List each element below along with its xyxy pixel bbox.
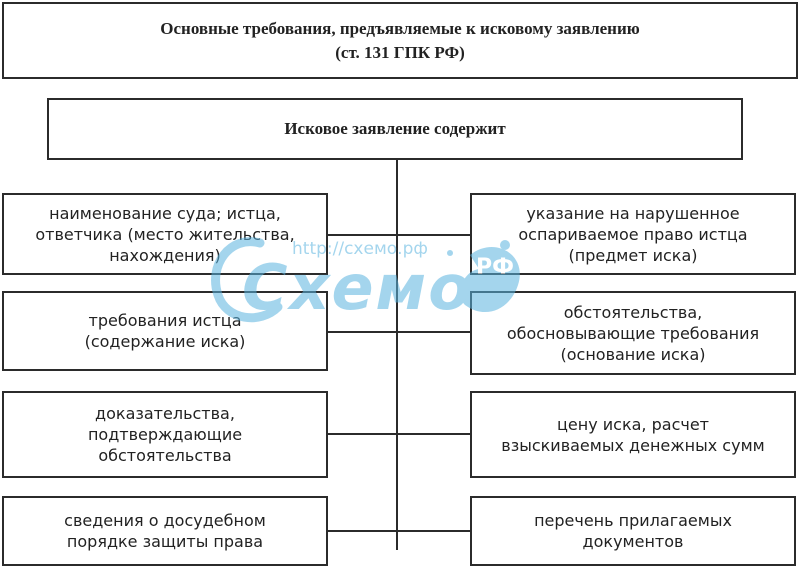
right-node-attached-documents: перечень прилагаемых документов <box>470 496 796 566</box>
trunk-connector-line <box>396 160 398 550</box>
title-line-2: (ст. 131 ГПК РФ) <box>335 42 465 62</box>
node-text-line: взыскиваемых денежных сумм <box>501 435 765 455</box>
node-text-line: перечень прилагаемых <box>534 511 732 530</box>
title-line-1: Основные требования, предъявляемые к иск… <box>160 18 640 38</box>
node-text-line: наименование суда; истца, <box>49 203 281 223</box>
left-node-pretrial-procedure: сведения о досудебном порядке защиты пра… <box>2 496 328 566</box>
node-text-line: подтверждающие <box>87 425 243 444</box>
node-text-line: (содержание иска) <box>84 332 246 351</box>
node-text-line: обстоятельства <box>98 446 232 465</box>
left-node-claim-requirements: требования истца (содержание иска) <box>2 291 328 371</box>
root-node-box: Исковое заявление содержит <box>47 98 743 160</box>
diagram-title-box: Основные требования, предъявляемые к иск… <box>2 2 798 79</box>
node-text-line: сведения о досудебном <box>64 511 266 530</box>
node-text-line: оспариваемое право истца <box>518 224 748 244</box>
branch-connector-4 <box>326 530 472 532</box>
node-text-line: (основание иска) <box>560 344 706 364</box>
node-text-line: цену иска, расчет <box>557 414 709 434</box>
node-text-line: (предмет иска) <box>568 245 698 265</box>
node-text-line: доказательства, <box>95 404 235 423</box>
node-text-line: указание на нарушенное <box>526 203 740 223</box>
branch-connector-1 <box>326 234 472 236</box>
right-node-claim-price: цену иска, расчет взыскиваемых денежных … <box>470 391 796 478</box>
node-text-line: нахождения) <box>109 245 221 265</box>
left-node-court-parties: наименование суда; истца, ответчика (мес… <box>2 193 328 275</box>
node-text-line: документов <box>582 532 684 551</box>
node-text-line: требования истца <box>88 311 242 330</box>
node-text-line: обстоятельства, <box>563 302 703 322</box>
branch-connector-3 <box>326 433 472 435</box>
node-text-line: ответчика (место жительства, <box>35 224 295 244</box>
left-node-evidence: доказательства, подтверждающие обстоятел… <box>2 391 328 478</box>
root-node-label: Исковое заявление содержит <box>284 119 506 138</box>
node-text-line: порядке защиты права <box>66 532 264 551</box>
branch-connector-2 <box>326 331 472 333</box>
node-text-line: обосновывающие требования <box>506 323 760 343</box>
right-node-circumstances: обстоятельства, обосновывающие требовани… <box>470 291 796 375</box>
right-node-violated-right: указание на нарушенное оспариваемое прав… <box>470 193 796 275</box>
